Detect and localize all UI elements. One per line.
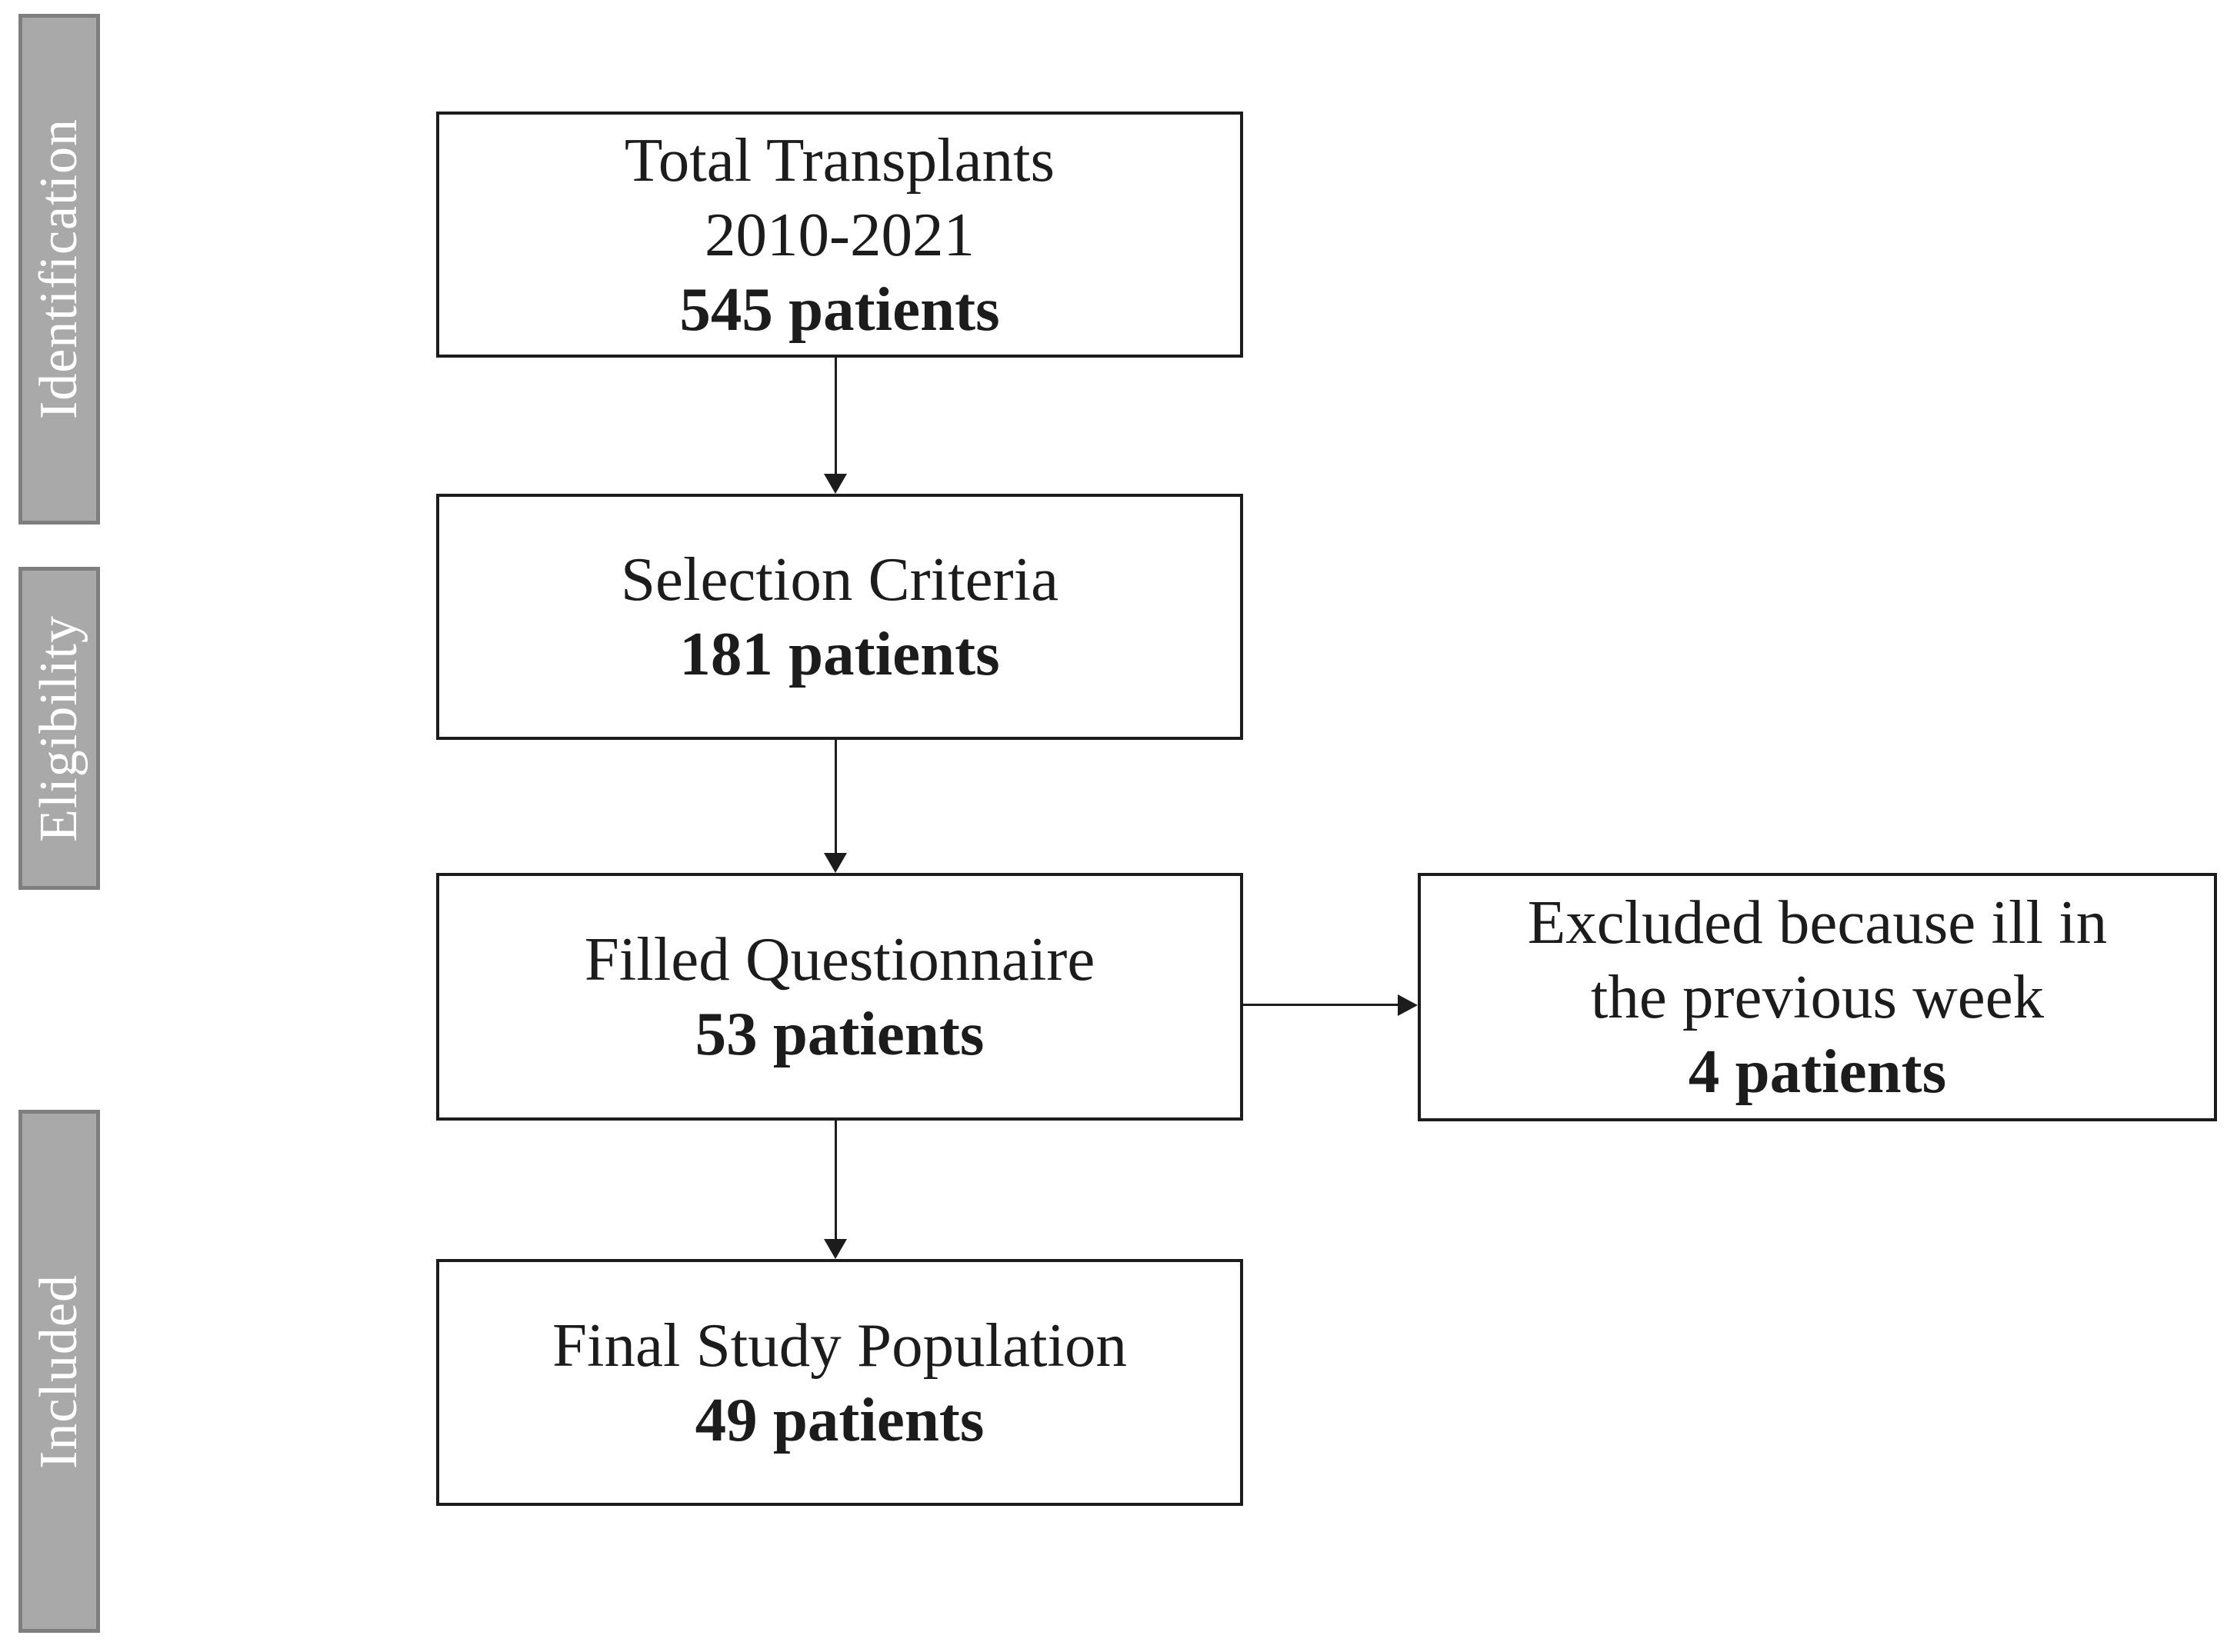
excluded-reason-line2: the previous week <box>1590 962 2045 1031</box>
final-study-population-count: 49 patients <box>695 1384 985 1454</box>
selection-criteria-count: 181 patients <box>679 619 1000 688</box>
stage-bar-included: Included <box>18 1110 100 1633</box>
total-transplants-count: 545 patients <box>679 274 1000 344</box>
arrowhead-down-icon <box>824 1239 847 1259</box>
final-study-population-title: Final Study Population <box>552 1310 1128 1380</box>
flow-box-selection-criteria: Selection Criteria 181 patients <box>436 494 1243 740</box>
filled-questionnaire-count: 53 patients <box>695 999 985 1068</box>
stage-label-included: Included <box>29 1274 88 1469</box>
arrow-line <box>835 1121 837 1239</box>
stage-bar-identification: Identification <box>18 14 100 525</box>
flow-box-filled-questionnaire: Filled Questionnaire 53 patients <box>436 873 1243 1121</box>
arrowhead-down-icon <box>824 853 847 873</box>
total-transplants-years: 2010-2021 <box>705 199 975 269</box>
excluded-count: 4 patients <box>1688 1037 1947 1106</box>
arrowhead-down-icon <box>824 474 847 494</box>
flow-box-excluded: Excluded because ill in the previous wee… <box>1418 873 2217 1121</box>
flow-box-total-transplants: Total Transplants 2010-2021 545 patients <box>436 112 1243 358</box>
stage-label-eligibility: Eligibility <box>29 615 88 842</box>
selection-criteria-title: Selection Criteria <box>620 545 1059 614</box>
stage-bar-eligibility: Eligibility <box>18 567 100 890</box>
excluded-reason-line1: Excluded because ill in <box>1527 888 2108 957</box>
arrow-line <box>835 358 837 474</box>
arrow-line <box>835 740 837 853</box>
filled-questionnaire-title: Filled Questionnaire <box>584 924 1095 994</box>
arrow-line <box>1243 1004 1398 1006</box>
stage-label-identification: Identification <box>29 118 88 420</box>
total-transplants-title: Total Transplants <box>624 125 1055 195</box>
arrowhead-right-icon <box>1398 994 1418 1016</box>
flow-box-final-study-population: Final Study Population 49 patients <box>436 1259 1243 1506</box>
